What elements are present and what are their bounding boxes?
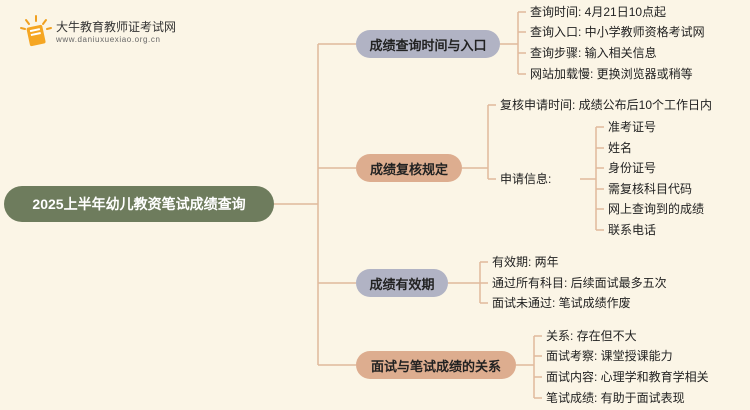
logo-title: 大牛教育教师证考试网 — [56, 20, 177, 34]
leaf-written-score: 笔试成绩: 有助于面试表现 — [546, 391, 685, 405]
leaf-query-entry: 查询入口: 中小学教师资格考试网 — [530, 25, 705, 39]
leaf-application-info: 申请信息: — [500, 172, 552, 186]
leaf-interview-assessment: 面试考察: 课堂授课能力 — [546, 349, 673, 363]
leaf-subject-code: 需复核科目代码 — [608, 182, 693, 196]
root-node[interactable]: 2025上半年幼儿教资笔试成绩查询 — [4, 186, 274, 222]
leaf-name: 姓名 — [608, 141, 633, 155]
leaf-slow-loading: 网站加载慢: 更换浏览器或稍等 — [530, 67, 693, 81]
leaf-query-steps: 查询步骤: 输入相关信息 — [530, 46, 657, 60]
branch-score-validity[interactable]: 成绩有效期 — [356, 269, 448, 297]
leaf-validity-period: 有效期: 两年 — [492, 255, 559, 269]
branch-score-review-rules[interactable]: 成绩复核规定 — [356, 154, 462, 182]
leaf-id-number: 身份证号 — [608, 161, 657, 175]
leaf-relation: 关系: 存在但不大 — [546, 329, 637, 343]
leaf-interview-content: 面试内容: 心理学和教育学相关 — [546, 370, 709, 384]
leaf-online-score: 网上查询到的成绩 — [608, 202, 705, 216]
branch-score-query-time-entry[interactable]: 成绩查询时间与入口 — [356, 30, 500, 58]
leaf-review-time: 复核申请时间: 成绩公布后10个工作日内 — [500, 98, 713, 112]
logo-url: www.daniuxuexiao.org.cn — [56, 35, 161, 44]
site-logo[interactable]: 大牛教育教师证考试网 www.daniuxuexiao.org.cn — [18, 14, 188, 50]
leaf-all-subjects-passed: 通过所有科目: 后续面试最多五次 — [492, 276, 667, 290]
branch-interview-written-relation[interactable]: 面试与笔试成绩的关系 — [356, 351, 516, 379]
leaf-phone: 联系电话 — [608, 223, 657, 237]
leaf-query-time: 查询时间: 4月21日10点起 — [530, 5, 667, 19]
leaf-interview-failed: 面试未通过: 笔试成绩作废 — [492, 296, 631, 310]
logo-book-icon — [20, 15, 52, 47]
leaf-admission-ticket-number: 准考证号 — [608, 120, 657, 134]
